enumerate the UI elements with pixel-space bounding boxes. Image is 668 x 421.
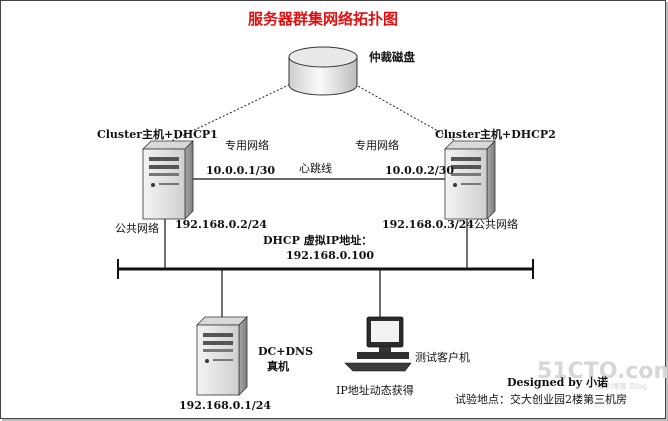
- watermark-logo: 51CTO.com: [537, 359, 667, 384]
- dc-dns-server-icon: [196, 316, 248, 396]
- watermark-sub: 技术博客 Blog: [595, 381, 647, 391]
- disk-link-right: [348, 80, 462, 145]
- node1-name: Cluster主机+DHCP1: [97, 127, 218, 141]
- quorum-disk-icon: [288, 46, 358, 96]
- virtual-ip-value: 192.168.0.100: [286, 249, 374, 262]
- designer-credit: Designed by 小诺: [507, 375, 608, 389]
- client-ip-note: IP地址动态获得: [336, 383, 414, 397]
- cluster-node2-server-icon: [444, 140, 496, 220]
- node1-private-network-label: 专用网络: [225, 138, 269, 152]
- node1-public-ip: 192.168.0.2/24: [175, 218, 267, 231]
- client-name: 测试客户机: [415, 350, 470, 364]
- heartbeat-label: 心跳线: [299, 161, 332, 175]
- test-client-pc-icon: [344, 316, 412, 372]
- node1-private-ip: 10.0.0.1/30: [206, 164, 275, 177]
- dc-sub-label: 真机: [267, 359, 289, 373]
- node1-public-network-label: 公共网络: [115, 221, 159, 235]
- node2-name: Cluster主机+DHCP2: [435, 127, 556, 141]
- dc-ip: 192.168.0.1/24: [179, 399, 271, 412]
- lan-bus: [117, 259, 534, 279]
- node2-public-ip: 192.168.0.3/24: [382, 218, 474, 231]
- virtual-ip-label: DHCP 虚拟IP地址：: [263, 233, 372, 247]
- cluster-node1-server-icon: [142, 140, 194, 220]
- node2-private-ip: 10.0.0.2/30: [385, 164, 454, 177]
- node2-private-network-label: 专用网络: [355, 138, 399, 152]
- diagram-title: 服务器群集网络拓扑图: [248, 10, 398, 28]
- dc-name: DC+DNS: [258, 345, 313, 358]
- test-location: 试验地点：交大创业园2楼第三机房: [455, 392, 627, 406]
- disk-link-left: [164, 80, 298, 145]
- quorum-disk-label: 仲裁磁盘: [369, 50, 415, 64]
- node2-public-network-label: 公共网络: [474, 217, 518, 231]
